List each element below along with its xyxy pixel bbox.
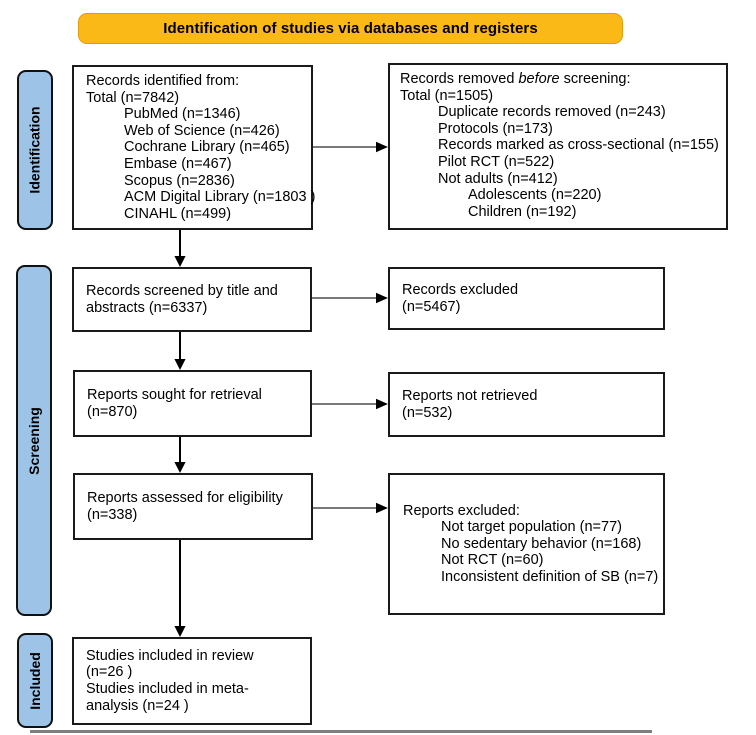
box-line: (n=532) [402,404,453,421]
box-line: Protocols (n=173) [438,120,553,137]
box-line: Studies included in meta- [86,681,249,697]
box-reports-sought: Reports sought for retrieval (n=870) [73,370,312,437]
arrowhead-icon [376,292,388,304]
box-line: Records screened by title and [86,282,278,299]
box-line: No sedentary behavior (n=168) [441,535,642,552]
box-line: (n=338) [87,506,138,523]
arrow-screened-to-sought [174,332,186,370]
box-line: Children (n=192) [468,203,577,220]
text-segment: Records removed [400,71,519,87]
stage-label-identification: Identification [17,70,53,230]
arrowhead-icon [174,462,186,473]
box-records-screened: Records screened by title and abstracts … [72,267,312,332]
box-line: Total (n=1505) [400,87,494,104]
box-records-identified: Records identified from: Total (n=7842) … [72,65,316,230]
box-line: Records identified from: [86,73,240,89]
box-line: analysis (n=24 ) [86,697,189,714]
box-line: Embase (n=467) [124,155,232,172]
box-reports-assessed: Reports assessed for eligibility (n=338) [73,473,313,540]
box-line: ACM Digital Library (n=1803 ) [124,189,316,206]
box-line: abstracts (n=6337) [86,299,208,316]
banner-title: Identification of studies via databases … [163,20,538,37]
arrow-sought-to-not-retrieved [312,398,388,410]
box-line: Not target population (n=77) [441,519,622,536]
arrow-sought-to-assessed [174,437,186,473]
box-line: Cochrane Library (n=465) [124,139,290,156]
box-line: (n=5467) [402,298,461,315]
box-reports-not-retrieved: Reports not retrieved (n=532) [388,372,665,437]
bottom-edge-line [30,730,652,733]
arrowhead-icon [174,359,186,370]
box-line: Not adults (n=412) [438,170,558,187]
box-line: Scopus (n=2836) [124,172,235,189]
box-line: (n=26 ) [86,664,133,681]
box-line: Not RCT (n=60) [441,552,544,569]
banner-databases-registers: Identification of studies via databases … [78,13,623,44]
arrowhead-icon [174,256,186,267]
box-line: Pilot RCT (n=522) [438,153,555,170]
box-line: (n=870) [87,403,138,420]
box-line: Reports sought for retrieval [87,386,262,403]
stage-label-text: Screening [26,406,43,475]
box-line: Total (n=7842) [86,89,180,106]
arrow-assessed-to-included [174,540,186,637]
text-segment: screening: [559,71,631,87]
box-line: Adolescents (n=220) [468,187,602,204]
box-records-excluded: Records excluded (n=5467) [388,267,665,330]
box-line: Reports assessed for eligibility [87,489,283,506]
box-line: Inconsistent definition of SB (n=7) [441,568,659,585]
box-line: Reports excluded: [403,502,520,519]
arrow-identified-to-removed [313,141,388,153]
arrowhead-icon [376,398,388,410]
italic-word: before [518,71,560,87]
arrow-screened-to-excluded [312,292,388,304]
box-line: Studies included in review [86,647,254,664]
stage-label-text: Identification [27,106,43,194]
box-studies-included: Studies included in review (n=26 ) Studi… [72,637,312,725]
box-line: Records excluded [402,281,519,298]
stage-label-text: Included [27,651,43,710]
box-records-removed-before-screening: Records removed before screening: Total … [388,63,728,230]
box-reports-excluded: Reports excluded: Not target population … [388,473,665,615]
box-line: Duplicate records removed (n=243) [438,104,666,121]
arrow-identified-to-screened [174,230,186,267]
stage-label-included: Included [17,633,53,728]
box-line: Web of Science (n=426) [124,122,280,139]
box-line: Reports not retrieved [402,387,538,404]
box-line: Records marked as cross-sectional (n=155… [438,137,719,154]
arrowhead-icon [174,626,186,637]
stage-label-screening: Screening [16,265,52,616]
box-line: CINAHL (n=499) [124,205,232,222]
arrow-assessed-to-excluded [313,502,388,514]
arrowhead-icon [376,141,388,153]
box-line: PubMed (n=1346) [124,106,241,123]
arrowhead-icon [376,502,388,514]
box-line: Records removed before screening: [400,71,718,88]
